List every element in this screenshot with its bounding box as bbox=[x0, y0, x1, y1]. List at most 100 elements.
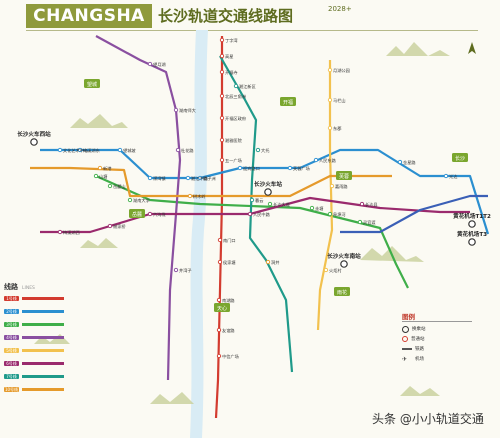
station-marker-icon[interactable] bbox=[219, 53, 225, 59]
station[interactable]: 暮云 bbox=[249, 197, 263, 204]
station[interactable]: 火炬村 bbox=[323, 267, 342, 274]
station-marker-icon[interactable] bbox=[265, 259, 271, 265]
station-marker-icon[interactable] bbox=[313, 157, 319, 163]
station[interactable]: 五一广场 bbox=[219, 157, 242, 164]
station-marker-icon[interactable] bbox=[175, 147, 181, 153]
station[interactable]: 迎宾路口 bbox=[237, 165, 260, 172]
station-marker-icon[interactable] bbox=[219, 93, 225, 99]
station[interactable]: 望月湖 bbox=[147, 61, 166, 68]
station-marker-icon[interactable] bbox=[217, 259, 223, 265]
station-marker-icon[interactable] bbox=[107, 183, 113, 189]
station[interactable]: 侯家塘 bbox=[217, 259, 236, 266]
station-marker-icon[interactable] bbox=[147, 211, 153, 217]
stations-layer[interactable]: 丁字湾高星开福寺北辰三角洲五一广场南门口侯家塘南湖路友谊路中信广场开福区政府湘雅… bbox=[57, 37, 458, 360]
station[interactable]: 人民中路 bbox=[247, 211, 271, 218]
station-marker-icon[interactable] bbox=[267, 201, 273, 207]
station-marker-icon[interactable] bbox=[107, 223, 113, 229]
station[interactable]: 开福寺 bbox=[219, 69, 238, 76]
station[interactable]: 井湾子 bbox=[173, 267, 192, 274]
station-marker-icon[interactable] bbox=[217, 237, 223, 243]
station-marker-icon[interactable] bbox=[219, 137, 225, 143]
station[interactable]: 谢家桥 bbox=[107, 223, 126, 230]
station[interactable]: 光达 bbox=[443, 173, 458, 180]
hub-marker-icon[interactable] bbox=[468, 238, 476, 246]
station-marker-icon[interactable] bbox=[249, 197, 255, 203]
station[interactable]: 六沟垅 bbox=[147, 211, 166, 218]
station-marker-icon[interactable] bbox=[185, 175, 191, 181]
station[interactable]: 人民东路 bbox=[313, 157, 337, 164]
station[interactable]: 望城坡 bbox=[117, 147, 136, 154]
station-marker-icon[interactable] bbox=[173, 267, 179, 273]
station-marker-icon[interactable] bbox=[233, 83, 239, 89]
station-marker-icon[interactable] bbox=[327, 211, 333, 217]
station[interactable]: 圭塘 bbox=[309, 205, 323, 212]
station-marker-icon[interactable] bbox=[359, 201, 365, 207]
station[interactable]: 芙蓉广场 bbox=[287, 165, 310, 172]
station-marker-icon[interactable] bbox=[287, 165, 293, 171]
station-marker-icon[interactable] bbox=[329, 183, 335, 189]
station[interactable]: 中信广场 bbox=[216, 353, 239, 360]
hub-station[interactable]: 长沙火车南站 bbox=[327, 252, 361, 268]
station-marker-icon[interactable] bbox=[216, 353, 222, 359]
station-marker-icon[interactable] bbox=[327, 67, 333, 73]
station[interactable]: 高星 bbox=[219, 53, 233, 60]
station-marker-icon[interactable] bbox=[255, 147, 261, 153]
station-marker-icon[interactable] bbox=[327, 125, 333, 131]
station-marker-icon[interactable] bbox=[187, 193, 193, 199]
hub-station[interactable]: 长沙火车西站 bbox=[17, 130, 51, 146]
station-marker-icon[interactable] bbox=[147, 61, 153, 67]
station-marker-icon[interactable] bbox=[443, 173, 449, 179]
station[interactable]: 北辰三角洲 bbox=[219, 93, 246, 100]
station[interactable]: 开福区政府 bbox=[219, 115, 246, 122]
station-marker-icon[interactable] bbox=[323, 267, 329, 273]
station[interactable]: 橘子洲 bbox=[197, 175, 216, 181]
station-marker-icon[interactable] bbox=[247, 211, 253, 217]
station[interactable]: 长沙大道 bbox=[267, 201, 291, 208]
station-marker-icon[interactable] bbox=[397, 159, 403, 165]
station-marker-icon[interactable] bbox=[97, 165, 103, 171]
station[interactable]: 金星路 bbox=[397, 159, 416, 166]
station-marker-icon[interactable] bbox=[173, 107, 179, 113]
station[interactable]: 杜花路 bbox=[175, 147, 194, 154]
station[interactable]: 马栏山 bbox=[327, 97, 346, 104]
hub-marker-icon[interactable] bbox=[264, 188, 272, 196]
station[interactable]: 阜埠河 bbox=[327, 211, 346, 218]
station-marker-icon[interactable] bbox=[127, 197, 133, 203]
station-marker-icon[interactable] bbox=[309, 205, 315, 211]
station[interactable]: 月湖公园 bbox=[327, 67, 350, 74]
station-marker-icon[interactable] bbox=[57, 147, 63, 153]
station[interactable]: 湖南大学 bbox=[127, 197, 150, 204]
station-marker-icon[interactable] bbox=[147, 175, 153, 181]
station-marker-icon[interactable] bbox=[57, 229, 63, 235]
station-marker-icon[interactable] bbox=[219, 69, 225, 75]
station[interactable]: 湘雅医院 bbox=[219, 137, 243, 144]
station-marker-icon[interactable] bbox=[357, 219, 363, 225]
hub-marker-icon[interactable] bbox=[30, 138, 38, 146]
station[interactable]: 友谊路 bbox=[216, 327, 235, 334]
station[interactable]: 梅溪湖西 bbox=[57, 229, 80, 236]
station-marker-icon[interactable] bbox=[219, 37, 225, 43]
station[interactable]: 大托 bbox=[255, 147, 269, 154]
station[interactable]: 嘉雨路 bbox=[329, 183, 348, 190]
station[interactable]: 丁字湾 bbox=[219, 37, 238, 44]
hub-station[interactable]: 黄花机场T3 bbox=[457, 230, 487, 246]
hub-station[interactable]: 长沙火车站 bbox=[254, 180, 282, 196]
station-marker-icon[interactable] bbox=[327, 97, 333, 103]
station[interactable]: 湘江中路 bbox=[185, 175, 209, 182]
station[interactable]: 洞井 bbox=[265, 259, 279, 266]
station[interactable]: 岳麓山 bbox=[107, 183, 126, 190]
hub-station[interactable]: 黄花机场T1T2 bbox=[453, 212, 491, 228]
hub-marker-icon[interactable] bbox=[340, 260, 348, 268]
station[interactable]: 南门口 bbox=[217, 237, 236, 244]
station-marker-icon[interactable] bbox=[216, 327, 222, 333]
station[interactable]: 山塘 bbox=[93, 173, 107, 180]
station[interactable]: 文化艺术中心 bbox=[57, 147, 89, 154]
station[interactable]: 溁湾镇 bbox=[147, 175, 166, 182]
hub-marker-icon[interactable] bbox=[468, 220, 476, 228]
station[interactable]: 东郡 bbox=[327, 125, 341, 132]
station[interactable]: 梅溪湖东 bbox=[77, 147, 100, 154]
station-marker-icon[interactable] bbox=[219, 115, 225, 121]
station-marker-icon[interactable] bbox=[93, 173, 99, 179]
station[interactable]: 树木岭 bbox=[187, 193, 206, 200]
